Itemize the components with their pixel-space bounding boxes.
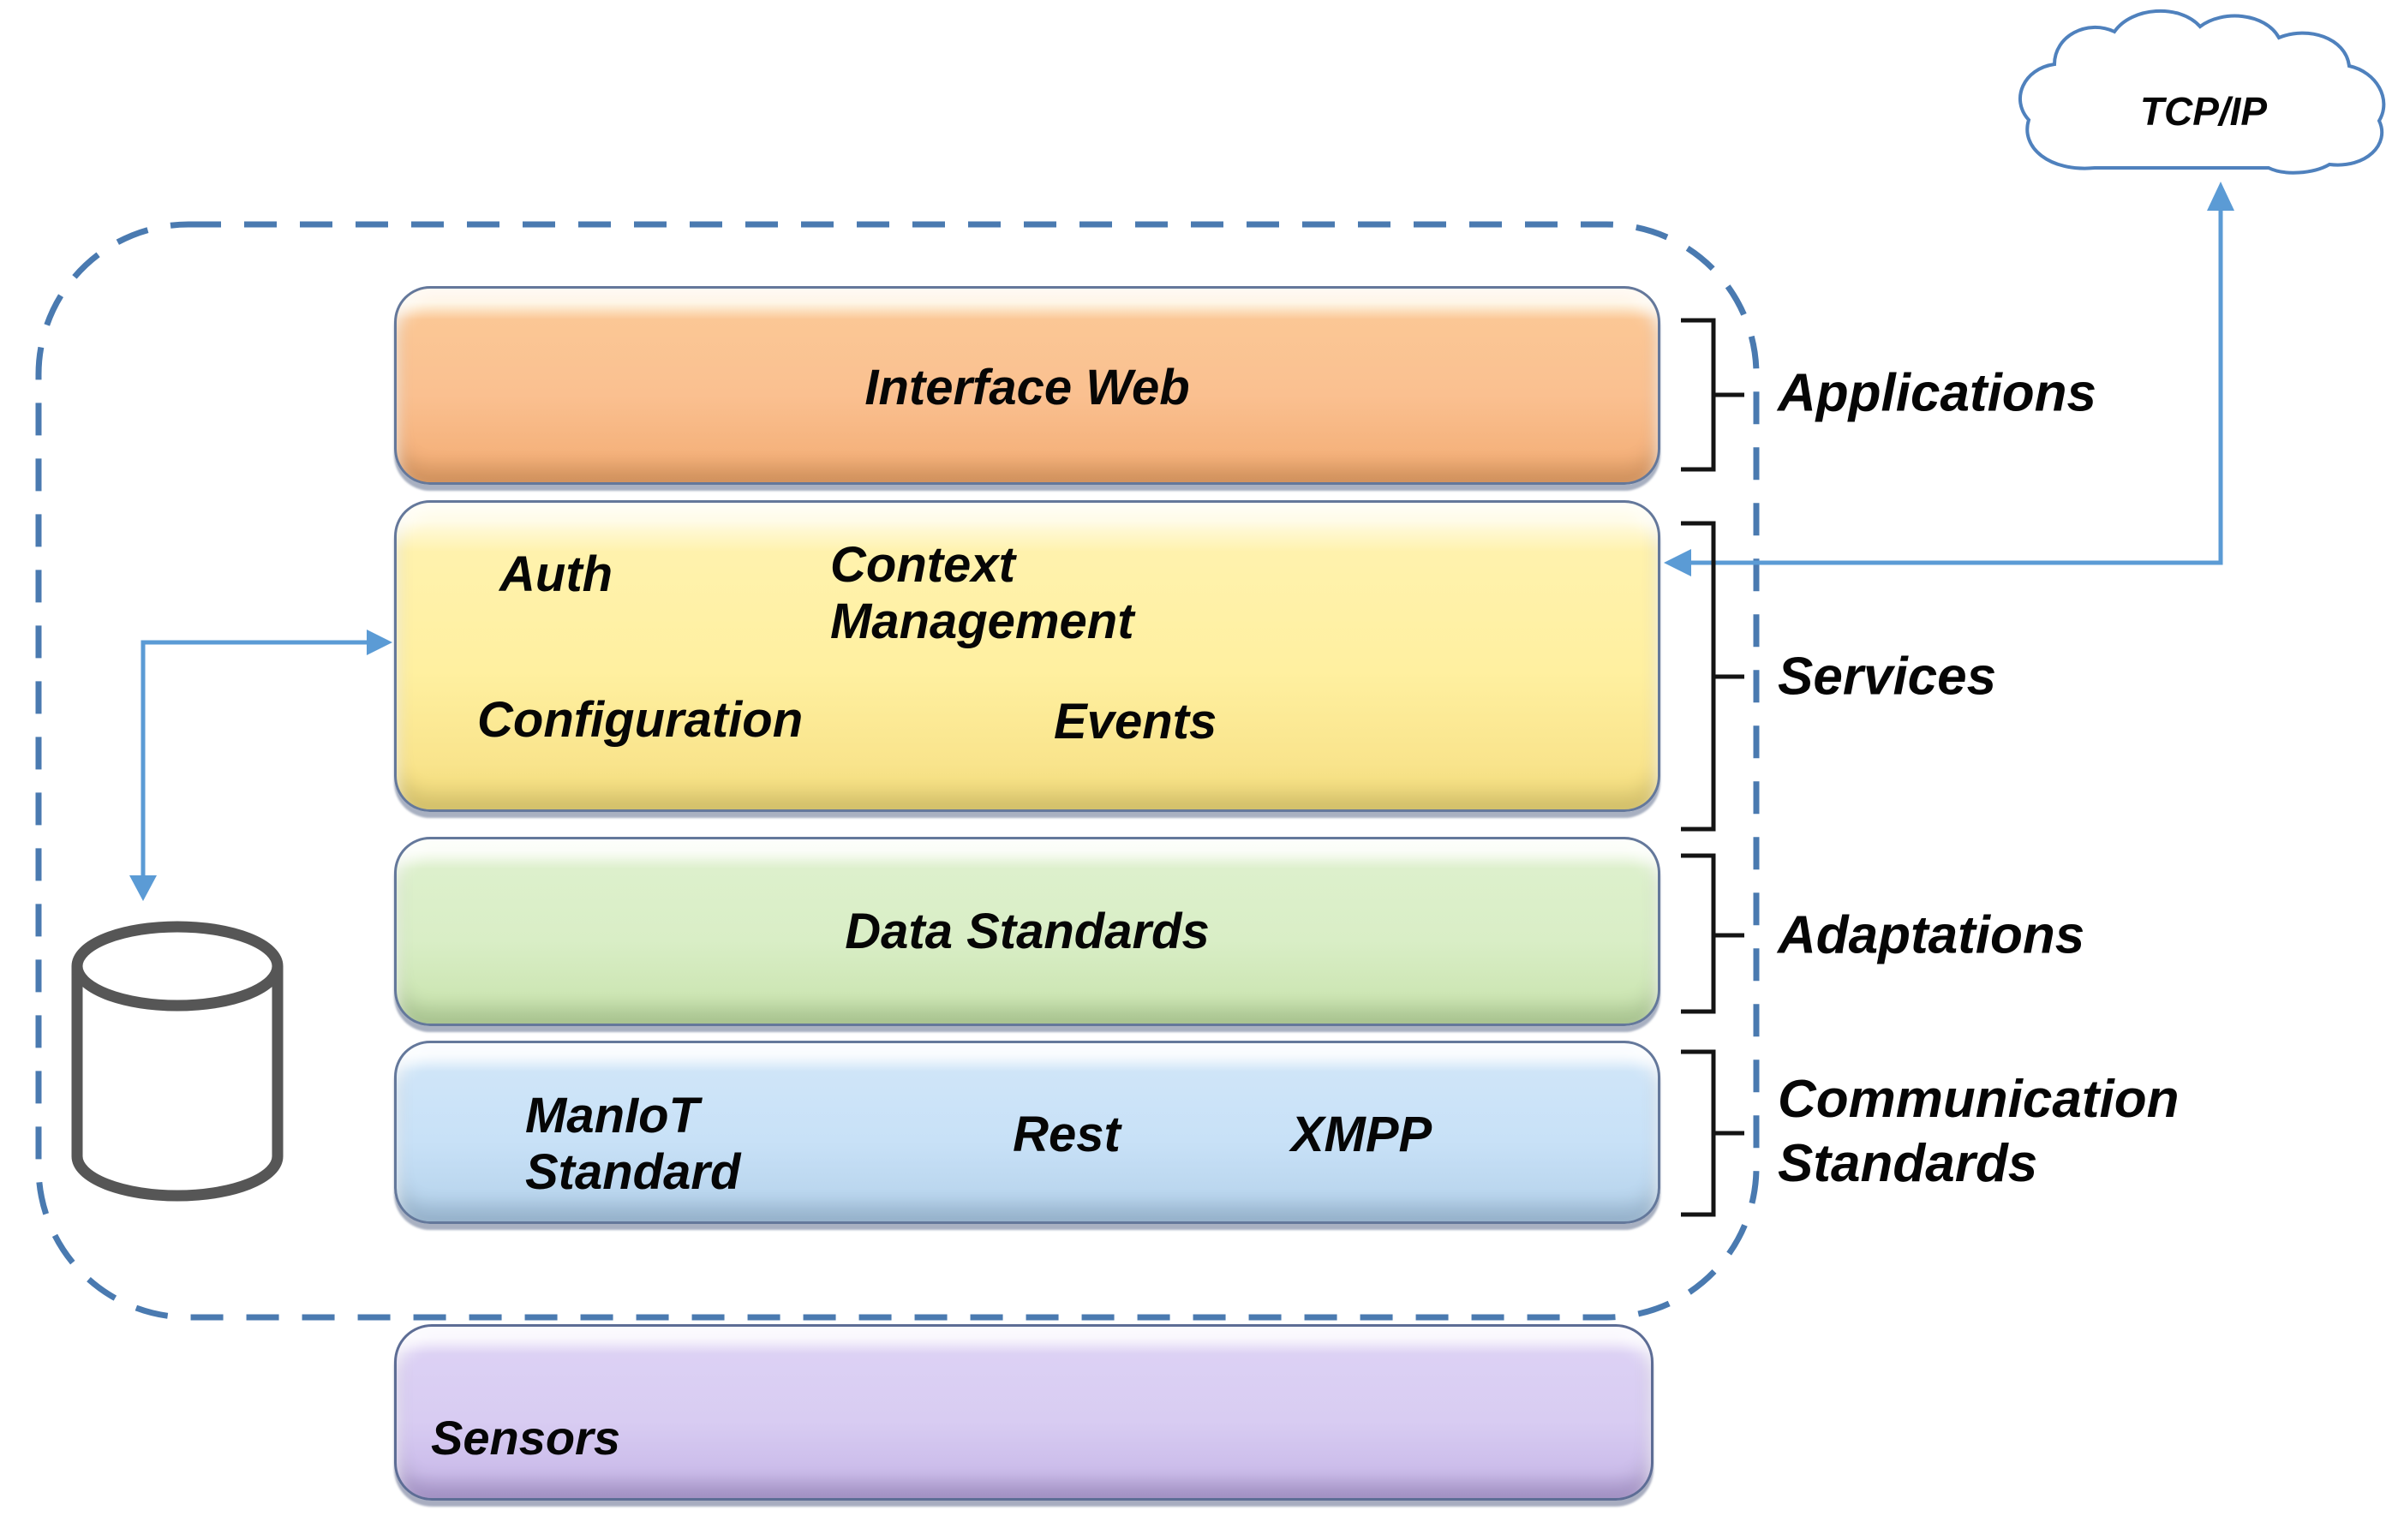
data-standards-label: Data Standards: [845, 904, 1210, 959]
arrowhead-right-into-services: [367, 630, 392, 655]
bracket-adaptations: [1681, 853, 1744, 1014]
database-cylinder-icon: [71, 966, 284, 1202]
bracket-communication-standards: [1681, 1049, 1744, 1217]
database-connector-line: [141, 640, 387, 884]
auth-label: Auth: [499, 546, 613, 602]
arrowhead-left-into-services: [1664, 549, 1691, 576]
maniot-standard-label: ManIoT Standard: [525, 1088, 741, 1200]
communication-standards-side-label: Communication Standards: [1778, 1070, 2180, 1193]
xmpp-label: XMPP: [1290, 1107, 1432, 1162]
arrowhead-down-into-database: [129, 875, 157, 901]
cloud-connector-line: [1677, 199, 2223, 565]
interface-web-label: Interface Web: [864, 360, 1190, 415]
sensors-label: Sensors: [431, 1411, 620, 1465]
layer-applications-box: Interface Web: [394, 286, 1660, 485]
services-side-label: Services: [1778, 647, 1997, 707]
arrowhead-up-into-cloud: [2207, 182, 2234, 211]
rest-label: Rest: [1013, 1107, 1121, 1162]
bracket-applications: [1681, 318, 1744, 472]
sensors-box: Sensors: [394, 1324, 1653, 1501]
tcpip-cloud-shape: [2018, 9, 2386, 175]
bracket-services: [1681, 521, 1744, 832]
tcpip-cloud-label: TCP/IP: [2139, 89, 2268, 134]
layer-services-box: Auth Context Management Configuration Ev…: [394, 500, 1660, 812]
configuration-label: Configuration: [477, 692, 804, 748]
applications-side-label: Applications: [1778, 363, 2097, 423]
events-label: Events: [1054, 694, 1217, 749]
layer-communication-standards-box: ManIoT Standard Rest XMPP: [394, 1041, 1660, 1224]
database-cylinder-top: [71, 921, 284, 1012]
adaptations-side-label: Adaptations: [1778, 905, 2085, 965]
layer-adaptations-box: Data Standards: [394, 837, 1660, 1026]
context-management-label: Context Management: [830, 537, 1134, 649]
